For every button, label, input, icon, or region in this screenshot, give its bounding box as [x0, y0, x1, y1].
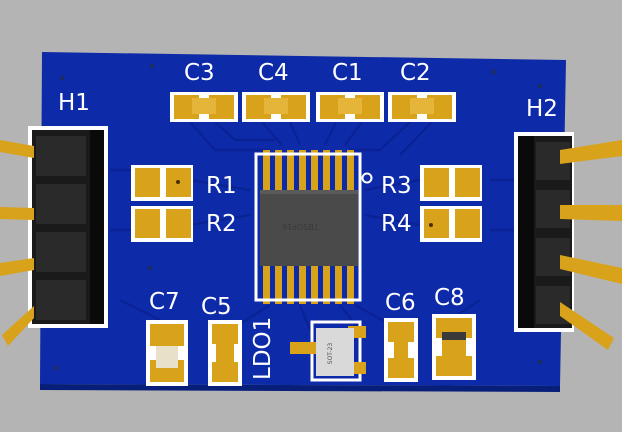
capacitor-c3	[170, 92, 238, 122]
header-h1-pins	[0, 140, 34, 346]
capacitor-c6	[384, 318, 418, 382]
capacitor-c7	[146, 320, 188, 386]
header-h2	[514, 132, 622, 350]
label-c5: C5	[201, 294, 232, 320]
capacitor-c5	[208, 320, 242, 386]
label-r4: R4	[381, 211, 412, 237]
label-h1: H1	[58, 90, 90, 116]
header-h1	[0, 126, 108, 346]
resistor-r1	[131, 165, 193, 201]
chip-pins-top	[263, 150, 354, 192]
label-r3: R3	[381, 173, 412, 199]
label-c7: C7	[149, 289, 180, 315]
board-vias	[53, 63, 543, 371]
pcb-traces	[110, 121, 520, 331]
resistor-r2	[131, 206, 193, 242]
ldo-marking: SOT-23	[327, 342, 335, 365]
label-r1: R1	[206, 173, 237, 199]
label-c8: C8	[434, 285, 465, 311]
ldo1-regulator	[290, 320, 366, 382]
capacitor-c1	[316, 92, 384, 122]
capacitor-c4	[242, 92, 310, 122]
resistor-r3	[420, 165, 482, 201]
header-h2-pins	[560, 140, 622, 350]
label-c1: C1	[332, 60, 363, 86]
capacitor-c2	[388, 92, 456, 122]
label-c2: C2	[400, 60, 431, 86]
chip-pins-bottom	[263, 262, 354, 304]
label-ldo1: LDO1	[250, 316, 276, 380]
capacitor-c8	[432, 314, 476, 380]
label-c4: C4	[258, 60, 289, 86]
label-c3: C3	[184, 60, 215, 86]
chip-marking: TBSOP16	[282, 222, 319, 231]
label-c6: C6	[385, 290, 416, 316]
label-h2: H2	[526, 96, 558, 122]
tssop16-chip	[254, 150, 373, 304]
pin1-marker	[361, 172, 373, 184]
label-r2: R2	[206, 211, 237, 237]
resistor-r4	[420, 206, 482, 242]
chip-body	[260, 190, 358, 266]
